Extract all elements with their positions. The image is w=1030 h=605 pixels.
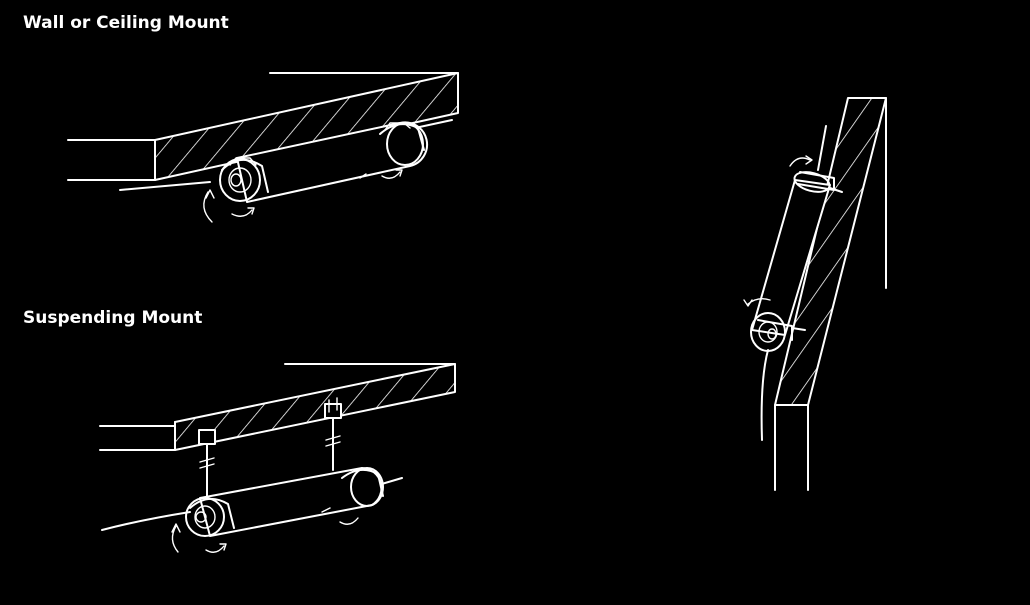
cable-end	[414, 119, 453, 129]
led-tube	[219, 121, 429, 203]
angled-wall	[774, 97, 887, 491]
ceiling-mount-diagram	[67, 72, 459, 223]
suspending-mount-diagram	[99, 363, 456, 553]
ceiling-slab-2	[99, 363, 456, 451]
suspending-mount-heading: Suspending Mount	[23, 308, 203, 328]
suspension-wires	[198, 397, 342, 501]
ceiling-slab	[67, 72, 459, 181]
power-cable	[119, 181, 211, 191]
top-cable	[817, 125, 827, 171]
tube-end-cap	[219, 158, 261, 202]
power-cable-2	[101, 511, 191, 531]
led-tube-2	[185, 467, 384, 537]
led-tube-3	[750, 171, 831, 352]
wall-mount-diagram	[743, 97, 887, 491]
mounting-clips-3	[757, 171, 843, 341]
rotation-arrows-2	[171, 507, 359, 553]
wall-ceiling-mount-heading: Wall or Ceiling Mount	[23, 13, 229, 33]
mounting-clips	[221, 122, 425, 193]
mounting-clips-2	[189, 468, 384, 529]
bottom-cable	[760, 349, 769, 441]
rotation-arrows	[203, 169, 403, 223]
rotation-arrows-3	[743, 155, 813, 307]
tube-end-cap-2	[185, 497, 225, 537]
tube-end-cap-3	[750, 312, 786, 352]
tube-far-cap-2	[350, 467, 384, 507]
